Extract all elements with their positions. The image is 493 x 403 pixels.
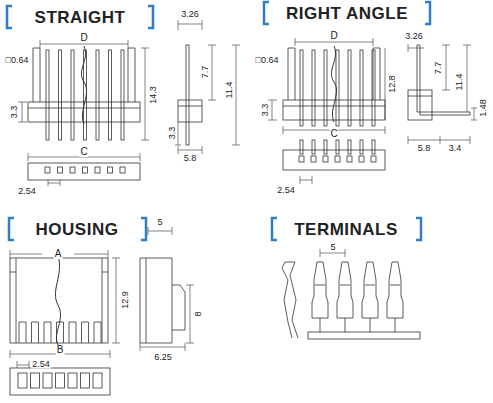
dimension-label: D <box>79 33 88 43</box>
section-title: TERMINALS <box>293 221 399 238</box>
housing-slot <box>19 322 26 343</box>
housing-slot <box>44 322 51 343</box>
pin-hole <box>371 156 376 162</box>
dimension-label: □0.64 <box>5 56 30 65</box>
dimension-label: 2.54 <box>17 187 37 196</box>
dimension-label: C <box>329 129 338 139</box>
dimension-label: 11.4 <box>225 81 234 100</box>
dimension-label: 11.4 <box>455 73 464 92</box>
header-pin <box>312 140 315 154</box>
header-pin <box>96 50 99 140</box>
header-pin <box>336 140 339 154</box>
header-pin <box>59 50 62 140</box>
dimension-label: 6.25 <box>153 353 173 362</box>
dimension-label: 5 <box>329 243 336 252</box>
dimension-label: 2.54 <box>31 360 51 369</box>
pin-hole <box>120 167 125 173</box>
dimension-label: 3.26 <box>180 10 200 19</box>
pin-hole <box>45 167 50 173</box>
dimension-label: □0.64 <box>255 56 280 65</box>
dimension-label: B <box>56 345 65 355</box>
pin-hole <box>58 167 63 173</box>
housing-slot <box>94 322 101 343</box>
header-pin <box>372 50 375 126</box>
housing-slot <box>69 322 76 343</box>
header-pin <box>300 50 303 126</box>
housing-cavity <box>43 373 52 388</box>
pin-hole <box>347 156 352 162</box>
dimension-label: 3.4 <box>448 144 463 153</box>
header-pin <box>312 50 315 126</box>
dimension-label: 3.26 <box>404 32 424 41</box>
pin-hole <box>311 156 316 162</box>
crimp-terminal <box>362 262 378 332</box>
header-pin <box>324 50 327 126</box>
housing-slot <box>32 322 39 343</box>
housing-slot <box>82 322 89 343</box>
dimension-label: 12.8 <box>388 74 397 94</box>
header-pin <box>71 50 74 140</box>
section-title: STRAIGHT <box>34 9 127 26</box>
housing-cavity <box>81 373 90 388</box>
straight-front-view <box>18 40 149 186</box>
pin-hole <box>108 167 113 173</box>
dimension-label: 3.3 <box>168 126 177 141</box>
section-title: HOUSING <box>35 221 120 238</box>
header-pin <box>360 140 363 154</box>
dimension-label: 7.7 <box>434 61 443 76</box>
housing-cavity <box>18 373 27 388</box>
dimension-label: 5.8 <box>183 154 198 163</box>
section-title: RIGHT ANGLE <box>285 5 409 22</box>
dimension-label: 1.48 <box>479 98 488 118</box>
crimp-terminal <box>387 262 403 332</box>
dimension-label: 3.3 <box>10 105 19 120</box>
header-pin <box>109 50 112 140</box>
right-angle-side-view <box>408 44 477 144</box>
dimension-label: 8 <box>194 310 203 317</box>
pin-hole <box>95 167 100 173</box>
pin-hole <box>299 156 304 162</box>
header-pin <box>300 140 303 154</box>
dimension-label: D <box>329 31 338 41</box>
crimp-terminal <box>312 262 328 332</box>
terminal-strip <box>282 249 420 339</box>
header-pin <box>372 140 375 154</box>
header-pin <box>348 140 351 154</box>
dimension-label: 5 <box>156 218 163 227</box>
dimension-label: 7.7 <box>201 65 210 80</box>
crimp-terminal <box>337 262 353 332</box>
dimension-label: 2.54 <box>276 186 296 195</box>
header-pin <box>324 140 327 154</box>
dimension-label: 3.3 <box>261 103 270 118</box>
pin-hole <box>335 156 340 162</box>
header-pin <box>348 50 351 126</box>
housing-cavity <box>93 373 102 388</box>
pin-hole <box>323 156 328 162</box>
housing-cavity <box>31 373 40 388</box>
pin-hole <box>359 156 364 162</box>
housing-cavity <box>68 373 77 388</box>
housing-cavity <box>56 373 65 388</box>
dimension-label: A <box>54 249 63 259</box>
header-pin <box>46 50 49 140</box>
dimension-label: 12.9 <box>121 290 130 310</box>
header-pin <box>360 50 363 126</box>
pin-hole <box>70 167 75 173</box>
straight-side-view <box>175 20 240 154</box>
dimension-label: 5.8 <box>417 144 432 153</box>
dimension-label: 14.3 <box>149 85 158 105</box>
housing-views <box>10 227 194 395</box>
pin-hole <box>83 167 88 173</box>
dimension-label: C <box>79 147 88 157</box>
header-pin <box>121 50 124 140</box>
title-brackets <box>7 2 430 240</box>
right-angle-front-view <box>268 38 385 184</box>
